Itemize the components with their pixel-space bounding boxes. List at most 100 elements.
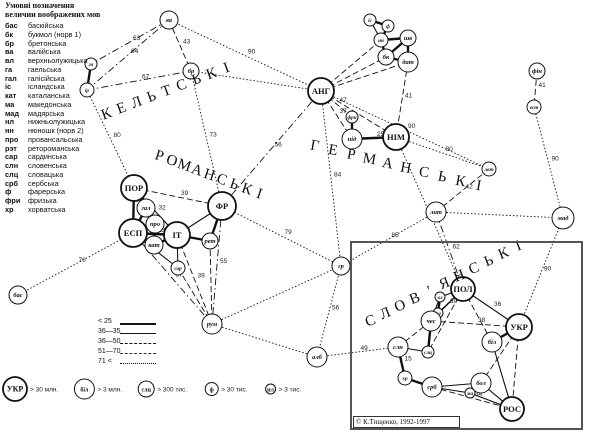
legend-abbr: бр <box>5 38 14 48</box>
size-legend-symbol: біл <box>80 387 89 394</box>
node-circle <box>207 191 237 221</box>
node-label: нід <box>348 136 357 143</box>
node-нід: нід <box>341 128 363 150</box>
node-label: вл <box>438 295 443 301</box>
family-letter: Ь <box>145 88 159 106</box>
legend-abbr: про <box>5 134 19 144</box>
node-гр: гр <box>331 256 351 276</box>
node-circle <box>363 13 377 27</box>
node-label: ф <box>386 23 390 30</box>
edge-ір-ПОР <box>86 89 135 189</box>
edge-сар-рум <box>177 267 213 325</box>
node-circle <box>421 376 443 398</box>
line-legend-swatch <box>120 363 156 364</box>
edge-weight-label: 56 <box>275 142 283 149</box>
legend-name: нюношк (норв 2) <box>28 126 84 135</box>
family-letter: Н <box>399 159 413 177</box>
node-ва: ва <box>159 10 179 30</box>
node-label: алб <box>312 354 323 361</box>
line-legend-label: 71 < <box>98 358 112 365</box>
edge-weight-label: 25 <box>377 131 385 138</box>
node-га: га <box>84 57 98 71</box>
node-circle <box>201 232 219 250</box>
family-letter: С <box>174 76 189 94</box>
node-ЕСП: ЕСП <box>118 218 148 248</box>
edge-лат-лит <box>435 168 490 213</box>
family-letter: Т <box>160 82 174 100</box>
node-label: ПОЛ <box>453 284 473 294</box>
legend-abbr: вл <box>5 56 15 65</box>
edge-ва-ір <box>86 19 170 91</box>
node-circle <box>397 370 413 386</box>
node-ір: ір <box>79 82 95 98</box>
edge-ФР-рум <box>211 205 223 325</box>
legend-name: хорватська <box>28 204 66 214</box>
edge-ест-мад <box>533 106 564 219</box>
family-letter: С <box>418 164 431 181</box>
node-шв: шв <box>399 29 417 47</box>
size-legend-text: > 3 млн. <box>97 387 122 394</box>
node-слн: слн <box>387 336 409 358</box>
legend-abbr: бк <box>5 29 14 39</box>
node-бол: бол <box>470 372 492 394</box>
node-label: НІМ <box>387 132 405 142</box>
node-circle <box>377 48 395 66</box>
node-лат: лат <box>481 161 497 177</box>
node-circle <box>84 57 98 71</box>
legend-name: галісійська <box>28 73 65 83</box>
node-label: мад <box>557 215 570 222</box>
line-legend-row: 71 < <box>98 358 160 368</box>
legend-abbr: срб <box>5 178 19 188</box>
legend-heading: Умовні позначення величин воображених мо… <box>5 1 101 19</box>
line-legend-swatch <box>120 343 156 344</box>
node-label: рум <box>206 321 218 328</box>
family-letter: І <box>513 238 524 255</box>
node-label: гал <box>142 205 152 212</box>
node-label: ІТ <box>173 230 182 240</box>
node-label: лит <box>429 209 442 216</box>
line-legend-label: 51—70 <box>98 348 121 355</box>
nodes-layer: вагаірбрПОРгалЕСПпрокатІТсарретФРрумбасА… <box>8 10 575 422</box>
node-ПОР: ПОР <box>120 174 148 202</box>
legend-name: букмол (норв 1) <box>28 29 82 39</box>
node-срб: срб <box>421 376 443 398</box>
legend-name: словацька <box>28 169 64 179</box>
size-legend: УКР> 30 млн.біл> 3 млн.слц> 300 тис.ф> 3… <box>2 375 332 405</box>
node-нн: нн <box>373 32 389 48</box>
node-вл: вл <box>434 291 446 303</box>
node-НІМ: НІМ <box>382 123 410 151</box>
node-circle <box>118 218 148 248</box>
edge-ва-га <box>90 19 170 65</box>
node-бк: бк <box>377 48 395 66</box>
node-circle <box>341 128 363 150</box>
family-letter: ' <box>425 283 434 299</box>
family-letter: А <box>381 155 395 173</box>
node-label: АНГ <box>312 86 330 96</box>
edge-weight-label: 79 <box>285 229 293 236</box>
edge-weight-label: 67 <box>142 74 150 81</box>
legend-abbr: нн <box>5 126 14 135</box>
family-letter: О <box>164 152 179 171</box>
node-алб: алб <box>306 346 328 368</box>
line-legend-swatch <box>120 333 156 334</box>
edge-weight-label: 62 <box>453 244 461 251</box>
node-circle <box>421 345 435 359</box>
family-letter: І <box>222 60 232 77</box>
edge-weight-label: 90 <box>408 123 416 130</box>
node-circle <box>399 29 417 47</box>
node-label: іс <box>368 18 372 24</box>
line-legend-label: 36—35 <box>98 328 121 335</box>
size-legend-circle <box>73 378 95 400</box>
legend-abbr: іс <box>5 82 12 92</box>
node-circle <box>499 396 525 422</box>
edge-weight-label: 39 <box>198 273 206 280</box>
line-legend-swatch <box>120 323 156 325</box>
node-circle <box>528 62 546 80</box>
edge-weight-label: 34 <box>475 391 483 398</box>
node-рет: рет <box>201 232 219 250</box>
